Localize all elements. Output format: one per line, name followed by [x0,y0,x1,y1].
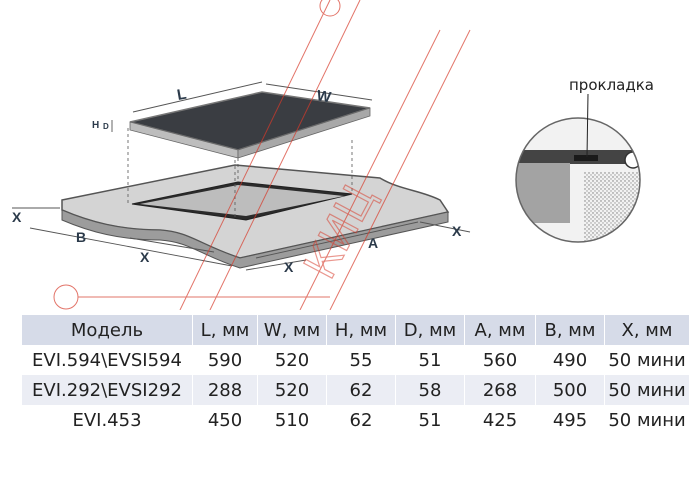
dim-label-d: D [103,122,109,131]
cell-d: 51 [395,405,465,435]
dim-label-x-left: X [12,209,22,225]
dimension-labels: L W H D X B X X A X [12,86,462,275]
col-header-w: W, мм [257,315,327,345]
countertop [61,164,450,269]
col-header-a: A, мм [464,315,536,345]
table-header-row: Модель L, мм W, мм H, мм D, мм A, мм B, … [22,315,690,345]
dim-label-x-bottom-left: X [140,249,150,265]
cell-l: 288 [192,375,258,405]
hob-top [129,91,371,159]
cell-model: EVI.594\EVSI594 [22,345,193,375]
cell-model: EVI.292\EVSI292 [22,375,193,405]
cell-h: 62 [326,405,396,435]
dim-label-w: W [315,87,333,106]
installation-diagram: L W H D X B X X A X прокладка КИЦ [12,0,654,310]
cell-a: 268 [464,375,536,405]
table-row: EVI.292\EVSI292 288 520 62 58 268 500 50… [22,375,690,405]
dim-label-b: B [76,229,86,245]
cell-w: 520 [257,345,327,375]
cell-w: 510 [257,405,327,435]
col-header-x: X, мм [604,315,690,345]
dim-label-x-right: X [452,223,462,239]
dim-label-a: A [368,235,378,251]
gasket-detail: прокладка [515,76,654,243]
cell-b: 495 [535,405,605,435]
col-header-d: D, мм [395,315,465,345]
cell-a: 560 [464,345,536,375]
table-row: EVI.453 450 510 62 51 425 495 50 мини [22,405,690,435]
cell-model: EVI.453 [22,405,193,435]
cell-d: 58 [395,375,465,405]
cell-x: 50 мини [604,375,690,405]
col-header-model: Модель [22,315,193,345]
col-header-h: H, мм [326,315,396,345]
cell-b: 490 [535,345,605,375]
cell-l: 450 [192,405,258,435]
col-header-b: B, мм [535,315,605,345]
col-header-l: L, мм [192,315,258,345]
projection-lines [127,128,353,218]
dim-label-l: L [176,86,188,104]
cell-a: 425 [464,405,536,435]
dim-label-h: H [92,120,99,131]
cell-l: 590 [192,345,258,375]
gasket-label: прокладка [569,76,654,94]
cell-d: 51 [395,345,465,375]
cell-x: 50 мини [604,405,690,435]
specs-table: Модель L, мм W, мм H, мм D, мм A, мм B, … [22,315,690,435]
cell-h: 62 [326,375,396,405]
cell-x: 50 мини [604,345,690,375]
cell-b: 500 [535,375,605,405]
dimension-lines [12,81,471,271]
cell-h: 55 [326,345,396,375]
dim-label-x-bottom: X [284,259,294,275]
cell-w: 520 [257,375,327,405]
table-row: EVI.594\EVSI594 590 520 55 51 560 490 50… [22,345,690,375]
